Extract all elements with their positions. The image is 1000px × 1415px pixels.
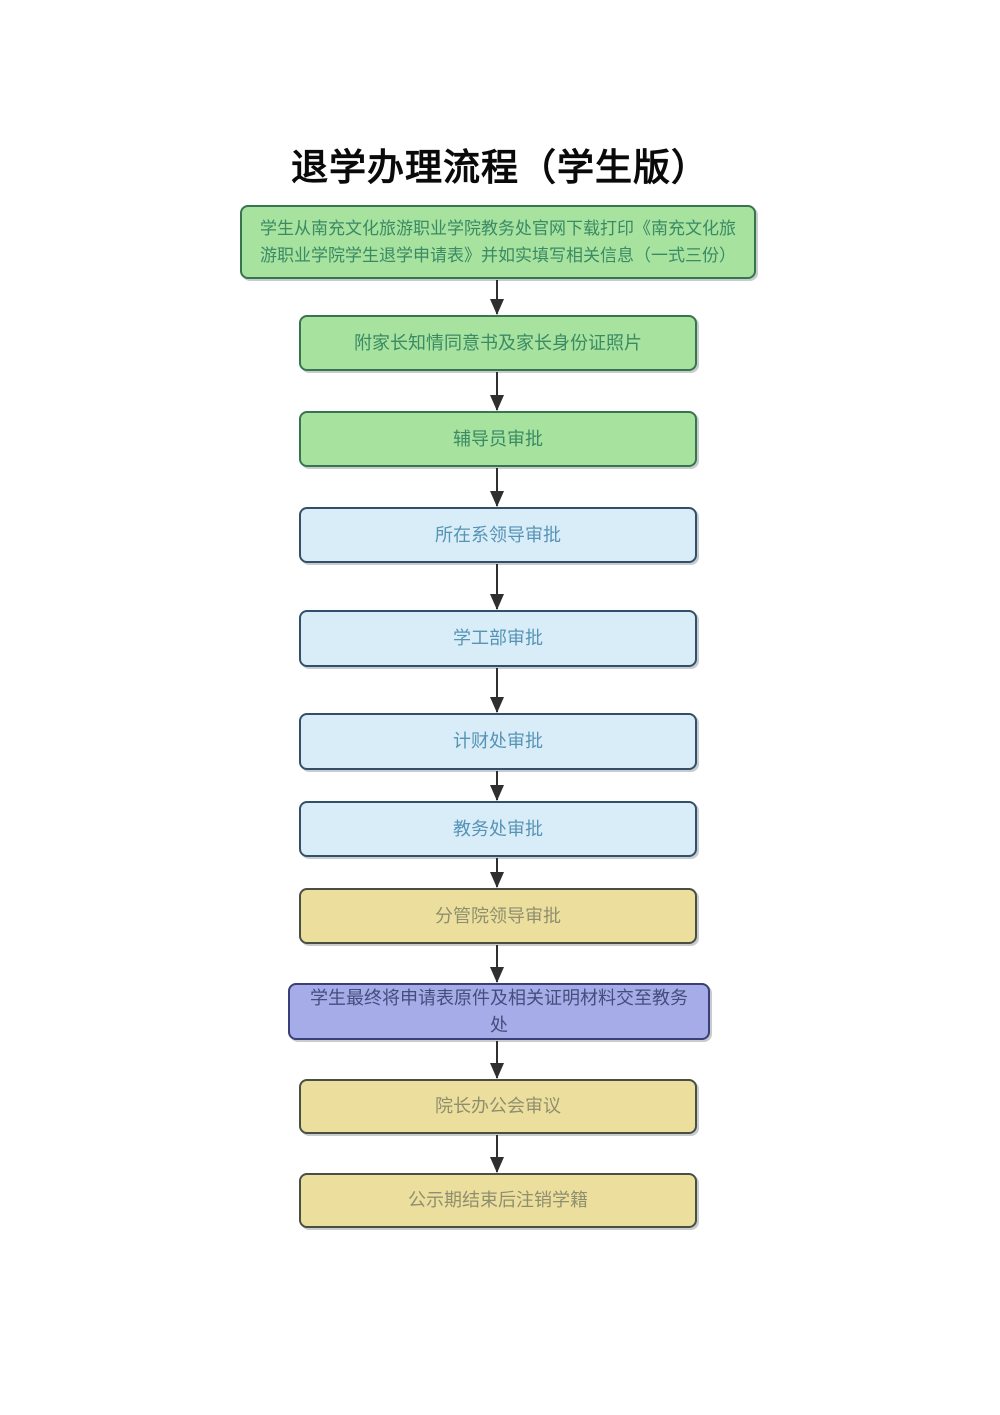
flow-node-label: 分管院领导审批 (435, 905, 561, 926)
flow-node-parent-consent: 附家长知情同意书及家长身份证照片 (299, 315, 697, 371)
flow-node-label: 教务处审批 (453, 818, 543, 839)
flow-node-president-office-review: 院长办公会审议 (299, 1079, 697, 1134)
flow-node-counselor-approval: 辅导员审批 (299, 411, 697, 467)
flow-node-label: 学生从南充文化旅游职业学院教务处官网下载打印《南充文化旅游职业学院学生退学申请表… (260, 219, 736, 265)
arrow-down-icon (496, 858, 498, 887)
flow-node-label: 学工部审批 (453, 628, 543, 648)
arrow-down-icon (496, 1041, 498, 1078)
flow-node-academic-affairs-approval: 教务处审批 (299, 801, 697, 857)
flow-node-student-affairs-approval: 学工部审批 (299, 610, 697, 667)
flow-node-department-leader-approval: 所在系领导审批 (299, 507, 697, 563)
arrow-down-icon (496, 668, 498, 712)
arrow-down-icon (496, 1135, 498, 1172)
flow-node-finance-approval: 计财处审批 (299, 713, 697, 770)
page-title: 退学办理流程（学生版） (291, 147, 709, 189)
flow-node-submit-materials: 学生最终将申请表原件及相关证明材料交至教务处 (288, 983, 710, 1040)
arrow-down-icon (496, 372, 498, 410)
flow-node-vice-president-approval: 分管院领导审批 (299, 888, 697, 944)
flow-node-label: 所在系领导审批 (435, 524, 561, 545)
arrow-down-icon (496, 280, 498, 314)
flow-node-label: 公示期结束后注销学籍 (408, 1190, 588, 1210)
flow-node-label: 院长办公会审议 (435, 1096, 561, 1116)
flow-node-deregister-status: 公示期结束后注销学籍 (299, 1173, 697, 1228)
arrow-down-icon (496, 468, 498, 506)
arrow-down-icon (496, 945, 498, 982)
flow-node-label: 学生最终将申请表原件及相关证明材料交至教务处 (310, 987, 688, 1035)
flow-node-label: 辅导员审批 (453, 428, 543, 449)
arrow-down-icon (496, 771, 498, 800)
arrow-down-icon (496, 564, 498, 609)
flow-node-label: 计财处审批 (453, 731, 543, 751)
flow-node-label: 附家长知情同意书及家长身份证照片 (354, 332, 642, 353)
flow-node-download-form: 学生从南充文化旅游职业学院教务处官网下载打印《南充文化旅游职业学院学生退学申请表… (240, 205, 756, 279)
